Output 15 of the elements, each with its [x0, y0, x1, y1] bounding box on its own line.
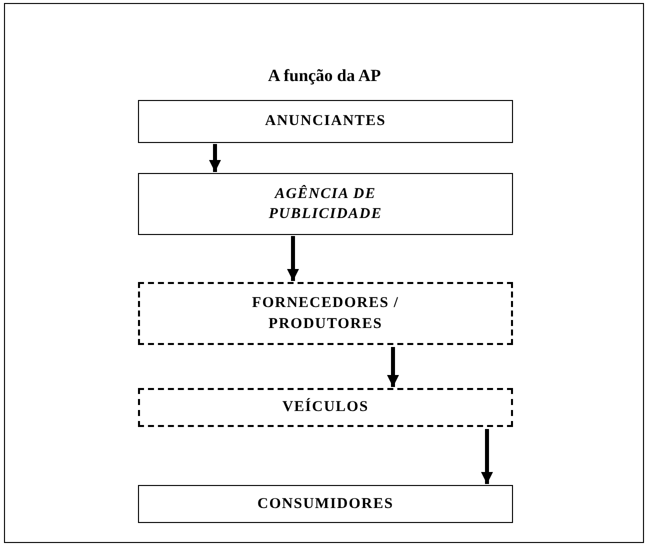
box-label: VEÍCULOS — [281, 397, 370, 418]
process-box — [138, 485, 513, 523]
arrow — [287, 236, 299, 281]
box-label: CONSUMIDORES — [256, 494, 395, 514]
box-label: AGÊNCIA DE PUBLICIDADE — [268, 184, 384, 224]
diagram-title: A função da AP — [268, 66, 381, 85]
arrow — [387, 347, 399, 387]
process-box — [138, 173, 513, 235]
process-box — [138, 388, 513, 427]
process-box — [138, 282, 513, 345]
process-box — [138, 100, 513, 143]
arrow — [209, 144, 221, 172]
box-label: ANUNCIANTES — [264, 112, 388, 132]
box-label: FORNECEDORES / PRODUTORES — [251, 294, 400, 334]
arrow — [481, 429, 493, 484]
